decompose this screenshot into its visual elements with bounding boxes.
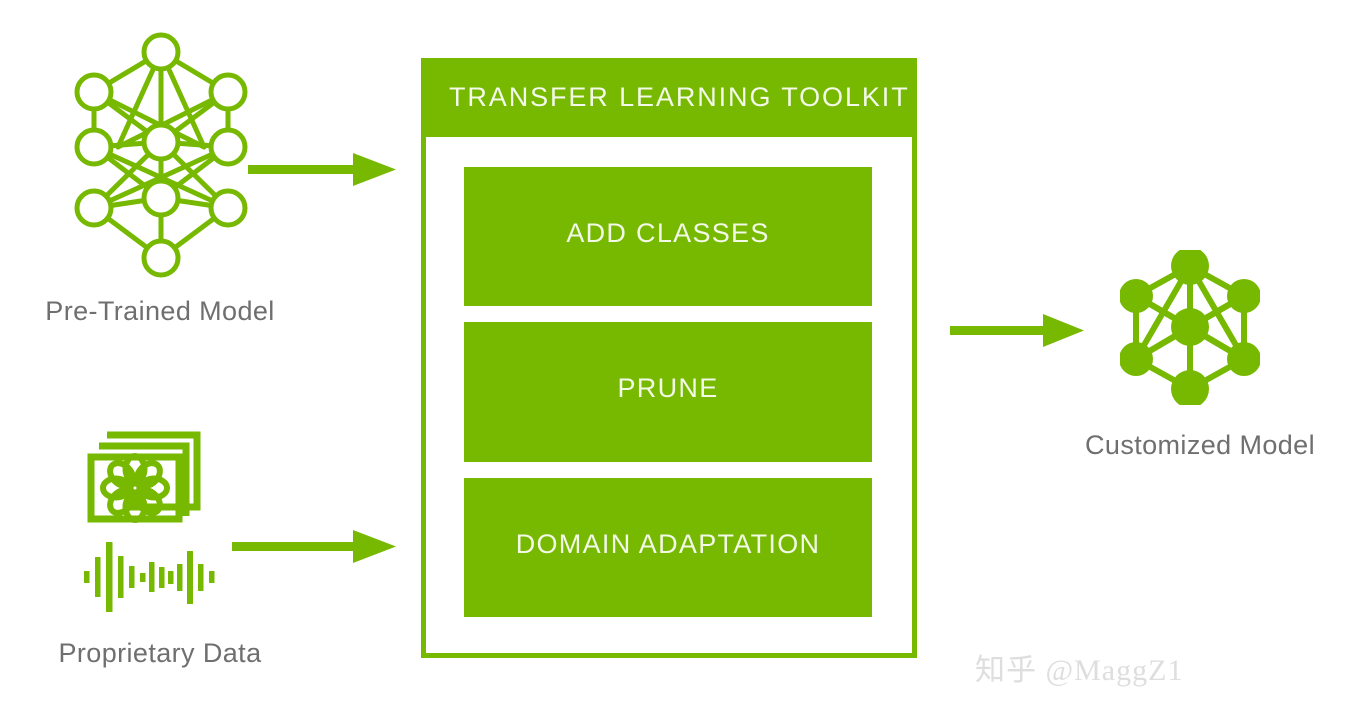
toolkit-stage-prune[interactable]: PRUNE	[464, 322, 872, 462]
arrow-right-icon	[248, 153, 396, 186]
photo-stack-icon	[87, 431, 201, 523]
toolkit-stage-add-classes[interactable]: ADD CLASSES	[464, 167, 872, 307]
transfer-learning-toolkit-panel: TRANSFER LEARNING TOOLKIT ADD CLASSES PR…	[421, 58, 917, 658]
watermark-text: 知乎 @MaggZ1	[975, 654, 1184, 687]
arrow-right-icon	[950, 314, 1084, 347]
neural-network-outline-icon	[74, 32, 248, 278]
neural-network-filled-icon	[1120, 250, 1260, 405]
audio-waveform-icon	[84, 542, 215, 612]
toolkit-stage-list: ADD CLASSES PRUNE DOMAIN ADAPTATION	[426, 137, 912, 653]
customized-model-label: Customized Model	[1085, 430, 1315, 460]
stage-label: ADD CLASSES	[566, 218, 770, 249]
pretrained-model-label: Pre-Trained Model	[45, 296, 275, 326]
arrow-right-icon	[232, 530, 396, 563]
stage-label: PRUNE	[617, 373, 719, 404]
toolkit-title: TRANSFER LEARNING TOOLKIT	[449, 82, 910, 112]
toolkit-header: TRANSFER LEARNING TOOLKIT	[421, 58, 917, 137]
toolkit-stage-domain-adaptation[interactable]: DOMAIN ADAPTATION	[464, 477, 872, 617]
proprietary-data-label: Proprietary Data	[58, 638, 262, 668]
stage-label: DOMAIN ADAPTATION	[515, 528, 821, 559]
